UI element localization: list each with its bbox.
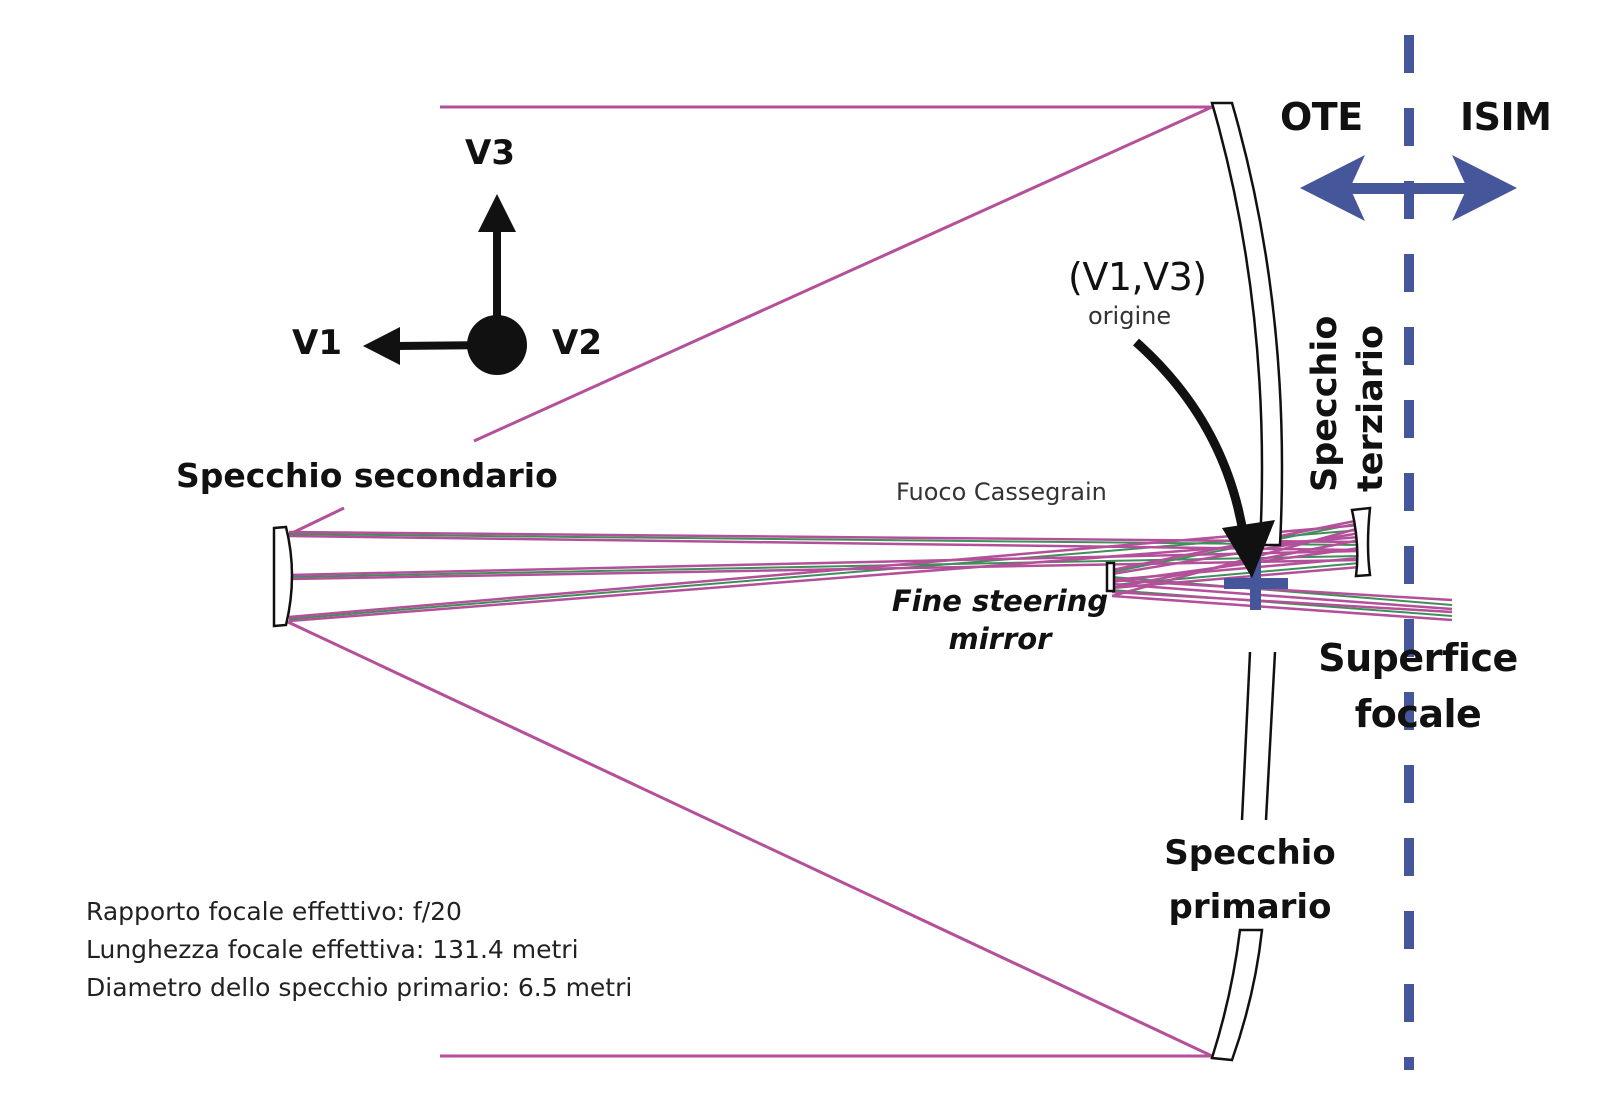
converging-rays [288,518,1453,623]
secondary-mirror [272,525,294,628]
origin-pointer-arrow [1133,338,1275,578]
ote-isim-arrow [1300,155,1517,221]
v2-axis-label: V2 [552,323,602,363]
focal-label-line1: Superfice [1318,636,1518,680]
tertiary-mirror-label: Specchio terziario [1302,316,1394,492]
origin-sub-label: origine [1088,302,1172,330]
origin-title-label: (V1,V3) [1068,255,1207,299]
incoming-rays [287,105,1213,1058]
focal-surface-label: Superfice focale [1318,630,1518,742]
primary-mirror-label: Specchio primario [1150,826,1350,934]
focal-label-line2: focale [1354,692,1482,736]
note-focal-length: Lunghezza focale effettiva: 131.4 metri [86,935,579,964]
v3-axis-label: V3 [465,133,515,173]
fine-steering-mirror [1105,561,1116,593]
cassegrain-focus-label: Fuoco Cassegrain [896,478,1107,506]
primary-label-line1: Specchio [1164,833,1336,873]
primary-mirror [1210,101,1284,1062]
note-primary-diameter: Diametro dello specchio primario: 6.5 me… [86,973,633,1002]
v1-axis-label: V1 [292,323,342,363]
origin-cross-icon [1224,548,1288,610]
secondary-mirror-label: Specchio secondario [176,456,558,495]
ote-label: OTE [1280,95,1363,139]
specs-notes: Rapporto focale effettivo: f/20 Lunghezz… [86,893,632,1007]
fsm-label-line2: mirror [948,622,1052,656]
fsm-label: Fine steering mirror [890,582,1110,658]
fsm-label-line1: Fine steering [891,584,1109,618]
tertiary-label-line2: terziario [1351,324,1391,492]
note-focal-ratio: Rapporto focale effettivo: f/20 [86,897,462,926]
tertiary-label-line1: Specchio [1305,315,1345,492]
isim-label: ISIM [1460,95,1552,139]
coordinate-axes [363,194,527,375]
primary-label-line2: primario [1168,887,1332,927]
tertiary-mirror [1350,506,1372,578]
